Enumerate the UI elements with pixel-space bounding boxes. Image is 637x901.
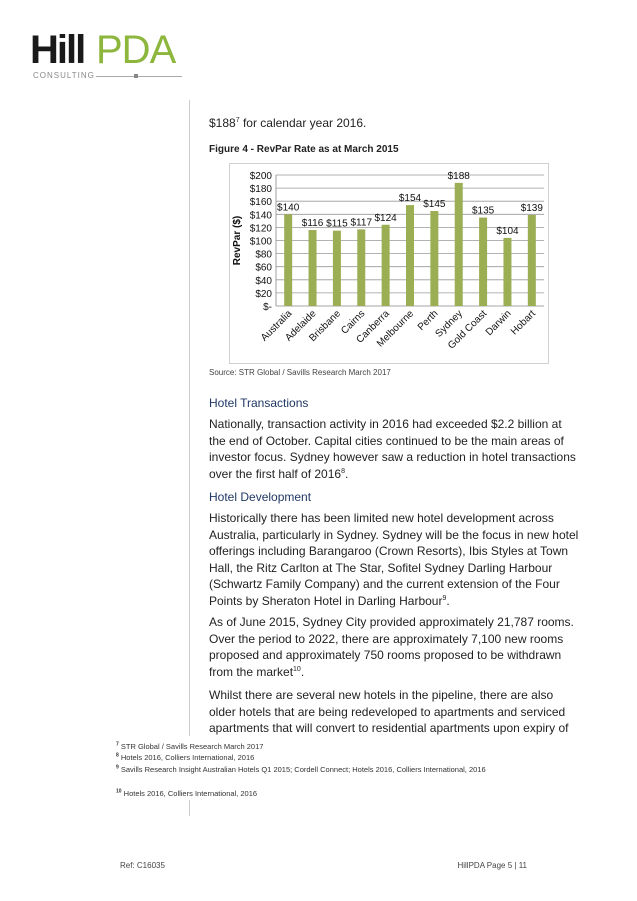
paragraph: Nationally, transaction activity in 2016… xyxy=(209,416,576,482)
paragraph-end: . xyxy=(344,466,349,481)
bar-darwin xyxy=(503,237,512,306)
paragraph-line: offerings including Barangaroo (Crown Re… xyxy=(209,544,569,558)
data-label: $188 xyxy=(448,171,471,182)
bar-australia xyxy=(284,214,293,306)
y-tick-label: $140 xyxy=(250,210,273,221)
paragraph-end: . xyxy=(446,593,450,608)
y-axis-label: RevPar ($) xyxy=(232,216,243,265)
data-label: $140 xyxy=(277,202,300,213)
bar-melbourne xyxy=(406,205,414,306)
paragraph-line: Hall, the Ritz Carlton at The Star, Sofi… xyxy=(209,560,553,575)
paragraph-line: Whilst there are several new hotels in t… xyxy=(209,688,554,702)
logo-pda: PDA xyxy=(96,28,176,72)
paragraph-line: the end of October. Capital cities conti… xyxy=(209,433,564,448)
footnote-number: 10 xyxy=(116,788,122,795)
figure-title: Figure 4 - RevPar Rate as at March 2015 xyxy=(209,144,399,155)
paragraph-line: proposed and approximately 750 rooms pro… xyxy=(209,648,562,662)
bar-sydney xyxy=(454,182,463,306)
data-label: $145 xyxy=(423,199,446,210)
margin-rule xyxy=(189,100,190,736)
bar-hobart xyxy=(527,214,536,306)
bar-chart-svg: $- $20 $40 $60 $80 $100 $120 $140 $160 $180 $200Re… xyxy=(232,171,544,351)
footer-ref: Ref: C16035 xyxy=(120,861,165,870)
paragraph-line: Over the period to 2022, there are appro… xyxy=(209,631,564,646)
data-label: $104 xyxy=(496,226,519,237)
footnote-text: Savills Research Insight Australian Hote… xyxy=(120,765,486,774)
paragraph-line: As of June 2015, Sydney City provided ap… xyxy=(209,615,574,629)
bar-adelaide xyxy=(308,230,317,306)
bar-brisbane xyxy=(332,230,341,306)
footnote-number: 8 xyxy=(116,752,119,759)
data-label: $117 xyxy=(351,217,373,228)
paragraph-line: Points by Sheraton Hotel in Darling Harb… xyxy=(209,593,443,608)
data-label: $115 xyxy=(326,219,348,230)
figure-source: Source: STR Global / Savills Research Ma… xyxy=(209,368,391,377)
bar-perth xyxy=(430,211,439,306)
footnote-ref: 8 xyxy=(341,467,345,475)
paragraph: As of June 2015, Sydney City provided ap… xyxy=(209,614,574,680)
logo-subtitle: CONSULTING xyxy=(33,71,95,80)
footnote: 9 Savills Research Insight Australian Ho… xyxy=(116,765,486,774)
section-heading: Hotel Transactions xyxy=(209,396,309,410)
margin-rule xyxy=(189,800,190,816)
y-tick-label: $- xyxy=(263,302,272,313)
bar-canberra xyxy=(381,224,390,306)
paragraph: Whilst there are several new hotels in t… xyxy=(209,687,569,737)
footnote-number: 9 xyxy=(116,764,119,771)
footnote: 10 Hotels 2016, Colliers International, … xyxy=(116,789,257,798)
section-heading: Hotel Development xyxy=(209,490,312,504)
logo-hill: Hill xyxy=(30,28,86,72)
x-tick-label: Hobart xyxy=(509,308,538,337)
y-tick-label: $100 xyxy=(250,237,273,248)
data-label: $154 xyxy=(399,193,422,204)
y-tick-label: $60 xyxy=(255,263,272,274)
paragraph-line: from the market xyxy=(209,664,294,679)
y-tick-label: $120 xyxy=(250,223,273,234)
paragraph-line: apartments that will convert to resident… xyxy=(209,721,569,735)
footnote-ref: 10 xyxy=(293,665,301,673)
intro-line: $1887 for calendar year 2016. xyxy=(209,116,367,130)
paragraph-line: Australia, particularly in Sydney. Sydne… xyxy=(209,527,579,542)
logo-divider xyxy=(96,76,182,77)
data-label: $124 xyxy=(375,213,398,224)
footer-page: HillPDA Page 5 | 11 xyxy=(457,861,527,870)
y-tick-label: $180 xyxy=(250,184,273,195)
data-label: $116 xyxy=(302,218,324,229)
paragraph-line: Nationally, transaction activity in 2016… xyxy=(209,417,562,431)
bar-gold-coast xyxy=(479,217,488,306)
footnote-text: STR Global / Savills Research March 2017 xyxy=(120,742,264,751)
paragraph: Historically there has been limited new … xyxy=(209,510,578,609)
paragraph-line: Historically there has been limited new … xyxy=(209,511,554,525)
x-tick-label: Darwin xyxy=(484,308,514,338)
paragraph-end: . xyxy=(300,664,305,679)
footnote-text: Hotels 2016, Colliers International, 201… xyxy=(120,753,255,762)
data-label: $135 xyxy=(472,206,495,217)
logo-square xyxy=(134,74,138,78)
footnote: 7 STR Global / Savills Research March 20… xyxy=(116,742,263,751)
y-tick-label: $40 xyxy=(255,276,272,287)
paragraph-line: older hotels that are being redeveloped … xyxy=(209,704,566,719)
footnote: 8 Hotels 2016, Colliers International, 2… xyxy=(116,753,254,762)
y-tick-label: $160 xyxy=(250,197,273,208)
y-tick-label: $200 xyxy=(250,171,273,182)
footnote-number: 7 xyxy=(116,741,119,748)
paragraph-line: over the first half of 2016 xyxy=(209,466,342,481)
footnote-ref: 9 xyxy=(442,594,447,602)
bar-cairns xyxy=(357,229,366,306)
y-tick-label: $80 xyxy=(255,250,272,261)
paragraph-line: (Schwartz Family Company) and the curren… xyxy=(209,577,560,591)
data-label: $139 xyxy=(521,203,544,214)
paragraph-line: investor focus. Sydney however saw a red… xyxy=(209,450,576,464)
footnote-text: Hotels 2016, Colliers International, 201… xyxy=(123,789,258,798)
y-tick-label: $20 xyxy=(255,289,272,300)
